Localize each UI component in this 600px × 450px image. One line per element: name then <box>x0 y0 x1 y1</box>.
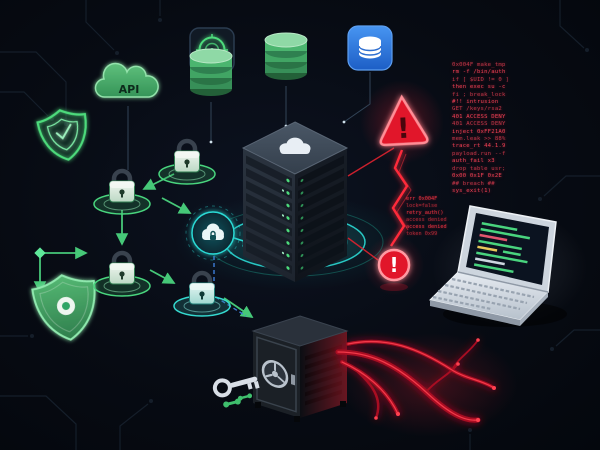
database-stack-icon-2 <box>264 32 308 81</box>
molecule-icon <box>223 393 253 408</box>
database-stack-icon-1 <box>189 48 233 97</box>
server-tower <box>241 121 349 282</box>
cloud-sync-node <box>185 205 241 261</box>
padlock-node-3 <box>94 253 150 296</box>
safe-dial <box>261 360 289 388</box>
cloud-logo-icon <box>279 137 311 154</box>
vault-safe <box>251 315 349 422</box>
alert-mark: ! <box>389 253 398 277</box>
api-cloud-icon: API <box>94 62 159 98</box>
alert-circle-icon: ! <box>377 248 411 291</box>
connector-lines <box>33 72 395 319</box>
laptop-code <box>429 205 567 327</box>
padlock-node-1 <box>94 171 150 214</box>
laptop-keyboard <box>432 277 535 311</box>
padlock-node-2 <box>159 141 215 184</box>
api-label: API <box>119 83 140 96</box>
red-veins <box>335 338 496 423</box>
shield-outline-icon <box>36 109 87 161</box>
warning-triangle-icon: ! <box>379 94 429 147</box>
laptop-screen-code-lines <box>473 222 531 274</box>
lightning-crack <box>389 149 412 247</box>
warning-mark: ! <box>396 112 410 146</box>
database-app-icon <box>347 25 393 71</box>
key-icon <box>212 376 260 398</box>
shield-solid-icon <box>31 274 96 341</box>
